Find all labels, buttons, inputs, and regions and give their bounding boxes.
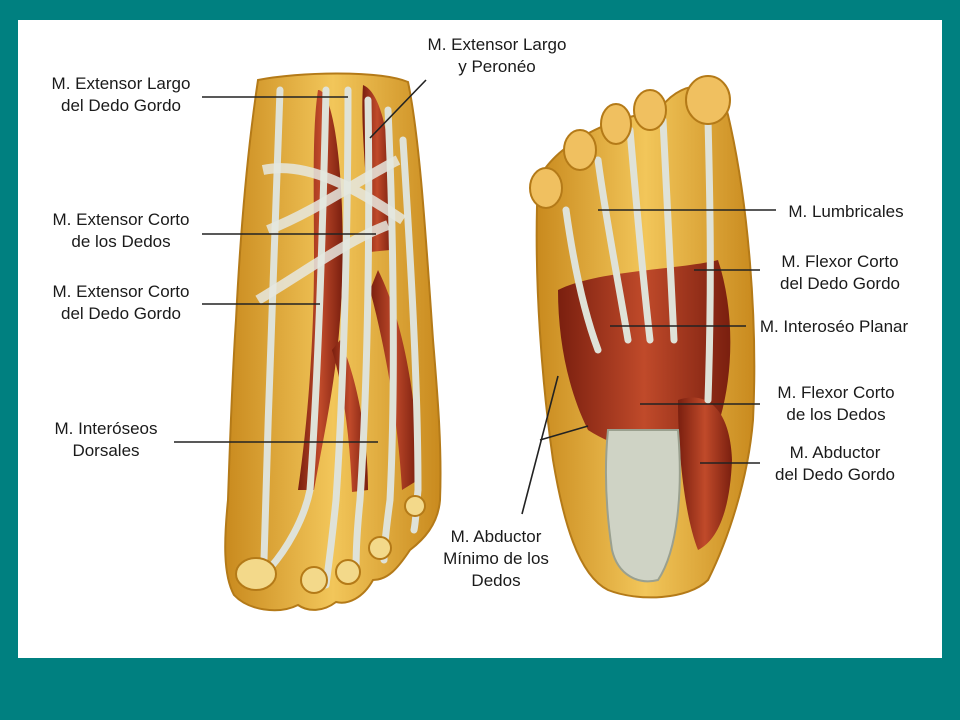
plantar-tendons [562,116,714,404]
label-flexor-corto-dedo-gordo: M. Flexor Corto del Dedo Gordo [779,252,901,293]
label-extensor-largo-dedo-gordo: M. Extensor Largo del Dedo Gordo [51,74,191,115]
plantar-abductor-muscle [678,397,732,550]
slide: M. Extensor Largo y Peronéo M. Extensor … [18,20,942,658]
dorsal-foot [224,72,442,612]
foot-anatomy-illustration [174,72,776,612]
dorsal-retinaculum [255,155,406,305]
dorsal-toenails [235,495,426,594]
label-flexor-corto-dedos: M. Flexor Corto de los Dedos [777,383,895,424]
leader-lines [174,79,776,515]
label-extensor-corto-dedo-gordo: M. Extensor Corto del Dedo Gordo [52,282,190,323]
label-interoseos-dorsales: M. Interóseos Dorsales [54,419,158,460]
leader-ext-largo-peroneo [369,79,427,139]
plantar-toe-pads [529,75,731,209]
label-lumbricales: M. Lumbricales [788,202,904,221]
label-abductor-dedo-gordo: M. Abductor del Dedo Gordo [774,443,896,484]
label-abductor-minimo: M. Abductor Mínimo de los Dedos [443,527,549,590]
plantar-heel [604,429,681,583]
label-extensor-largo-peroneo: M. Extensor Largo y Peronéo [427,35,567,76]
plantar-foot [529,75,756,599]
label-interoseo-planar: M. Interoséo Planar [759,317,909,336]
label-extensor-corto-dedos: M. Extensor Corto de los Dedos [52,210,190,251]
leader-abductor-minimo-2 [539,425,589,441]
leader-abductor-minimo-1 [521,375,559,515]
